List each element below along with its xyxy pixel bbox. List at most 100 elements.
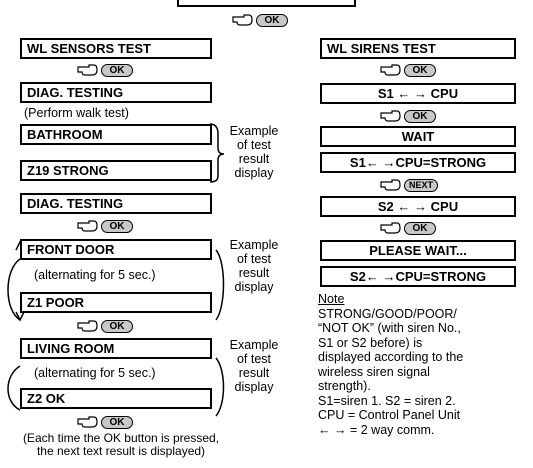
note-line: STRONG/GOOD/POOR/: [318, 306, 457, 321]
front-door-label: FRONT DOOR: [27, 242, 115, 257]
note-line: S1=siren 1. S2 = siren 2.: [318, 393, 456, 408]
wait-label: WAIT: [401, 129, 435, 144]
example-label-1: Example of test result display: [224, 124, 284, 180]
two-way-arrows-icon: ← →: [393, 199, 431, 214]
bathroom-box: BATHROOM: [20, 124, 212, 145]
s2-label: S2: [349, 269, 366, 284]
ok-key-label: OK: [101, 63, 133, 77]
wl-sensors-test-label: WL SENSORS TEST: [27, 41, 151, 56]
pointing-hand-icon: [380, 179, 401, 191]
left-arrow-icon: ←: [365, 155, 383, 170]
cpu-label: CPU: [430, 86, 459, 101]
example-line: Example: [229, 338, 279, 352]
diag-testing-label: DIAG. TESTING: [27, 196, 124, 211]
note-line: displayed according to the: [318, 350, 464, 364]
living-room-label: LIVING ROOM: [27, 341, 115, 356]
key-next[interactable]: NEXT: [380, 177, 439, 193]
ok-key-label: OK: [101, 219, 133, 233]
example-line: of test: [236, 252, 272, 266]
next-key-label: NEXT: [404, 178, 439, 192]
pointing-hand-icon: [77, 416, 98, 428]
s1-cpu-box: S1 ← → CPU: [320, 83, 516, 104]
please-wait-label: PLEASE WAIT...: [369, 243, 467, 258]
pointing-hand-icon: [380, 64, 401, 76]
example-label-2: Example of test result display: [224, 238, 284, 294]
alternating-text-1: (alternating for 5 sec.): [34, 268, 156, 282]
key-ok-r3[interactable]: OK: [380, 220, 436, 236]
s1-cpu-strong-box: S1 ← →CPU=STRONG: [320, 152, 516, 173]
ok-key-label: OK: [101, 415, 133, 429]
diag-testing-label: DIAG. TESTING: [27, 85, 124, 100]
example-line: display: [234, 380, 274, 394]
diag-testing-box-2: DIAG. TESTING: [20, 193, 212, 214]
wl-sirens-test-box: WL SIRENS TEST: [320, 38, 516, 59]
z2-ok-label: Z2 OK: [27, 391, 66, 406]
footer-note: (Each time the OK button is pressed, the…: [6, 431, 236, 459]
perform-walk-test-text: (Perform walk test): [24, 106, 129, 120]
front-door-box: FRONT DOOR: [20, 239, 212, 260]
note-line: wireless siren signal: [318, 364, 430, 379]
key-ok-top[interactable]: OK: [232, 12, 288, 28]
diag-testing-box-1: DIAG. TESTING: [20, 82, 212, 103]
ok-key-label: OK: [101, 319, 133, 333]
example-line: display: [234, 280, 274, 294]
example-line: result: [238, 266, 270, 280]
example-label-3: Example of test result display: [224, 338, 284, 394]
ok-key-label: OK: [404, 221, 436, 235]
footer-line: (Each time the OK button is pressed,: [22, 431, 220, 445]
z1-poor-label: Z1 POOR: [27, 295, 85, 310]
s2-label: S2: [377, 199, 394, 214]
footer-line: the next text result is displayed): [36, 444, 206, 459]
ok-key-label: OK: [404, 109, 436, 123]
key-ok-r2[interactable]: OK: [380, 108, 436, 124]
bathroom-label: BATHROOM: [27, 127, 103, 142]
cpu-strong-label: →CPU=STRONG: [382, 269, 487, 284]
note-line: CPU = Control Panel Unit: [318, 408, 461, 422]
pointing-hand-icon: [77, 64, 98, 76]
note-line: = 2 way comm.: [349, 422, 435, 437]
please-wait-box: PLEASE WAIT...: [320, 240, 516, 261]
alternating-text-2: (alternating for 5 sec.): [34, 366, 156, 380]
key-ok-3[interactable]: OK: [77, 318, 133, 334]
left-arrow-icon: ←: [365, 269, 383, 284]
pointing-hand-icon: [77, 220, 98, 232]
wl-sirens-test-label: WL SIRENS TEST: [327, 41, 436, 56]
note-line: “NOT OK” (with siren No.,: [318, 321, 461, 335]
z2-ok-box: Z2 OK: [20, 388, 212, 409]
key-ok-2[interactable]: OK: [77, 218, 133, 234]
wait-box: WAIT: [320, 126, 516, 147]
s2-cpu-box: S2 ← → CPU: [320, 196, 516, 217]
key-ok-r1[interactable]: OK: [380, 62, 436, 78]
example-line: of test: [236, 138, 272, 152]
z19-strong-box: Z19 STRONG: [20, 160, 212, 181]
pointing-hand-icon: [77, 320, 98, 332]
key-ok-1[interactable]: OK: [77, 62, 133, 78]
s1-label: S1: [349, 155, 366, 170]
example-line: of test: [236, 352, 272, 366]
note-block: Note STRONG/GOOD/POOR/ “NOT OK” (with si…: [318, 292, 463, 437]
two-way-arrows-icon: ← →: [393, 86, 431, 101]
note-line-arrows: ← → = 2 way comm.: [318, 423, 463, 438]
cpu-strong-label: →CPU=STRONG: [382, 155, 487, 170]
ok-key-label: OK: [404, 63, 436, 77]
note-title: Note: [318, 292, 345, 306]
note-line: S1 or S2 before) is: [318, 335, 423, 350]
wl-sensors-test-box: WL SENSORS TEST: [20, 38, 212, 59]
note-line: strength).: [318, 379, 371, 393]
s1-label: S1: [377, 86, 394, 101]
example-line: result: [238, 152, 270, 166]
example-line: display: [234, 166, 274, 180]
example-line: Example: [229, 124, 279, 138]
z19-strong-label: Z19 STRONG: [27, 163, 109, 178]
pointing-hand-icon: [232, 14, 253, 26]
living-room-box: LIVING ROOM: [20, 338, 212, 359]
s2-cpu-strong-box: S2 ← →CPU=STRONG: [320, 266, 516, 287]
pointing-hand-icon: [380, 222, 401, 234]
example-line: Example: [229, 238, 279, 252]
key-ok-4[interactable]: OK: [77, 414, 133, 430]
ok-key-label: OK: [256, 13, 288, 27]
cpu-label: CPU: [430, 199, 459, 214]
pointing-hand-icon: [380, 110, 401, 122]
